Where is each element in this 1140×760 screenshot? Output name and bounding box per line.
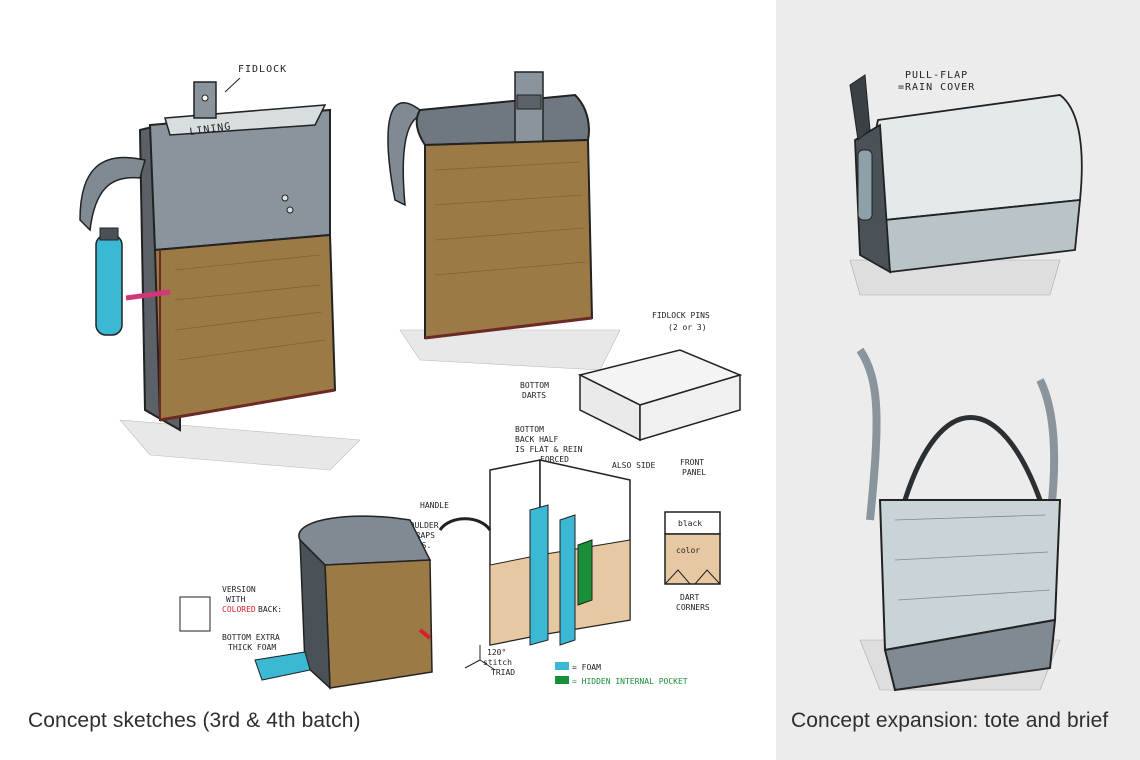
label-foam-legend: = FOAM — [572, 663, 601, 672]
label-pocket-legend: = HIDDEN INTERNAL POCKET — [572, 677, 688, 686]
label-rain-cover: =RAIN COVER — [898, 82, 975, 93]
label-bottom-darts-2: DARTS — [522, 391, 546, 400]
label-front-panel: FRONT — [680, 458, 704, 467]
backpack-open-sketch — [79, 81, 361, 471]
back-panel-icon — [179, 596, 211, 632]
exploded-view-sketch — [438, 459, 631, 646]
label-fidlock-pins-count: (2 or 3) — [668, 323, 707, 332]
label-black: black — [678, 519, 702, 528]
label-pull-flap: PULL-FLAP — [905, 70, 968, 81]
label-color: color — [676, 546, 700, 555]
brief-bag-sketch — [849, 74, 1083, 296]
label-stitch-3: TRIAD — [491, 668, 515, 677]
label-fidlock-pins: FIDLOCK PINS — [652, 311, 710, 320]
caption-concept-expansion: Concept expansion: tote and brief — [791, 709, 1109, 732]
label-fidlock: FIDLOCK — [238, 64, 287, 75]
bottom-detail-sketch — [577, 349, 743, 442]
front-panel-detail — [664, 511, 721, 585]
label-bottom-foam-2: THICK FOAM — [228, 643, 276, 652]
label-version-2: WITH — [226, 595, 245, 604]
label-bottom-foam-1: BOTTOM EXTRA — [222, 633, 280, 642]
stitch-triad-icon — [464, 645, 496, 671]
label-shoulder-2: STRAPS — [406, 531, 435, 540]
label-handle: HANDLE — [420, 501, 449, 510]
backpack-rolltop-sketch — [387, 71, 621, 371]
label-bottom-back-4: FORCED — [540, 455, 569, 464]
foam-swatch — [555, 662, 569, 670]
label-bottom-back-2: BACK HALF — [515, 435, 559, 444]
pocket-swatch — [555, 676, 569, 684]
label-also-side: ALSO SIDE — [612, 461, 656, 470]
label-dart-corners-2: CORNERS — [676, 603, 710, 612]
caption-concept-sketches: Concept sketches (3rd & 4th batch) — [28, 709, 361, 732]
label-version-3: COLORED — [222, 605, 256, 614]
label-stitch-1: 120° — [487, 648, 506, 657]
label-version-4: BACK: — [258, 605, 282, 614]
tote-bag-sketch — [856, 347, 1062, 692]
label-version-1: VERSION — [222, 585, 256, 594]
label-shoulder-1: SHOULDER — [400, 521, 439, 530]
label-front-panel-2: PANEL — [682, 468, 706, 477]
label-stitch-2: stitch — [483, 658, 512, 667]
backpack-small-sketch — [298, 515, 433, 690]
label-dart-corners-1: DART — [680, 593, 699, 602]
foam-block-sketch — [254, 651, 311, 681]
label-bottom-back-1: BOTTOM — [515, 425, 544, 434]
label-bottom-darts: BOTTOM — [520, 381, 549, 390]
label-bottom-back-3: IS FLAT & REIN — [515, 445, 583, 454]
